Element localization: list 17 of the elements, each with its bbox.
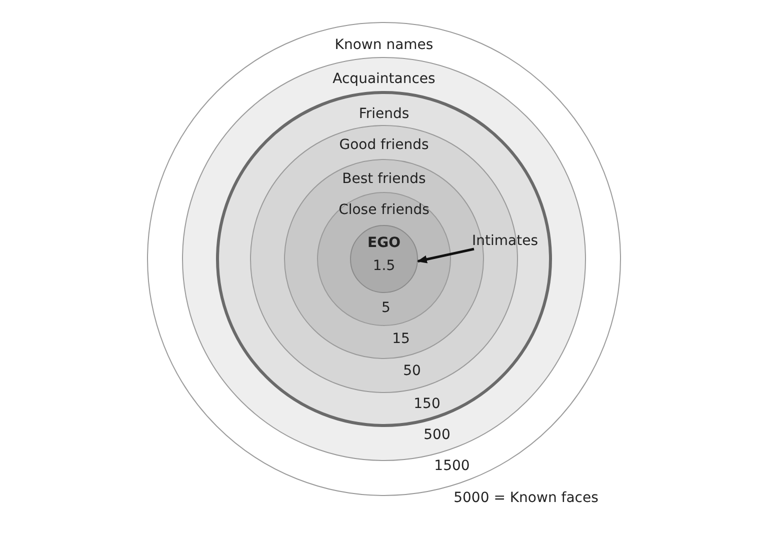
ring-label: Good friends xyxy=(339,137,429,154)
ring-label: Acquaintances xyxy=(332,71,436,88)
callout-text: Intimates xyxy=(472,233,538,250)
count-label: 15 xyxy=(392,331,410,348)
ring-label: Close friends xyxy=(338,202,430,219)
ring-label: Friends xyxy=(358,106,410,123)
arrow xyxy=(416,248,474,264)
count-label: 150 xyxy=(414,396,440,413)
ring-label: Best friends xyxy=(342,171,426,188)
ring-label: Known names xyxy=(334,37,434,54)
note-text: 5000 = Known faces xyxy=(454,490,598,507)
count-label: 5 xyxy=(382,300,390,317)
count-label: 50 xyxy=(403,363,421,380)
count-label: 1500 xyxy=(434,458,470,475)
ring-label: EGO xyxy=(368,235,400,252)
ring-label: 1.5 xyxy=(372,258,396,275)
count-label: 500 xyxy=(424,427,450,444)
